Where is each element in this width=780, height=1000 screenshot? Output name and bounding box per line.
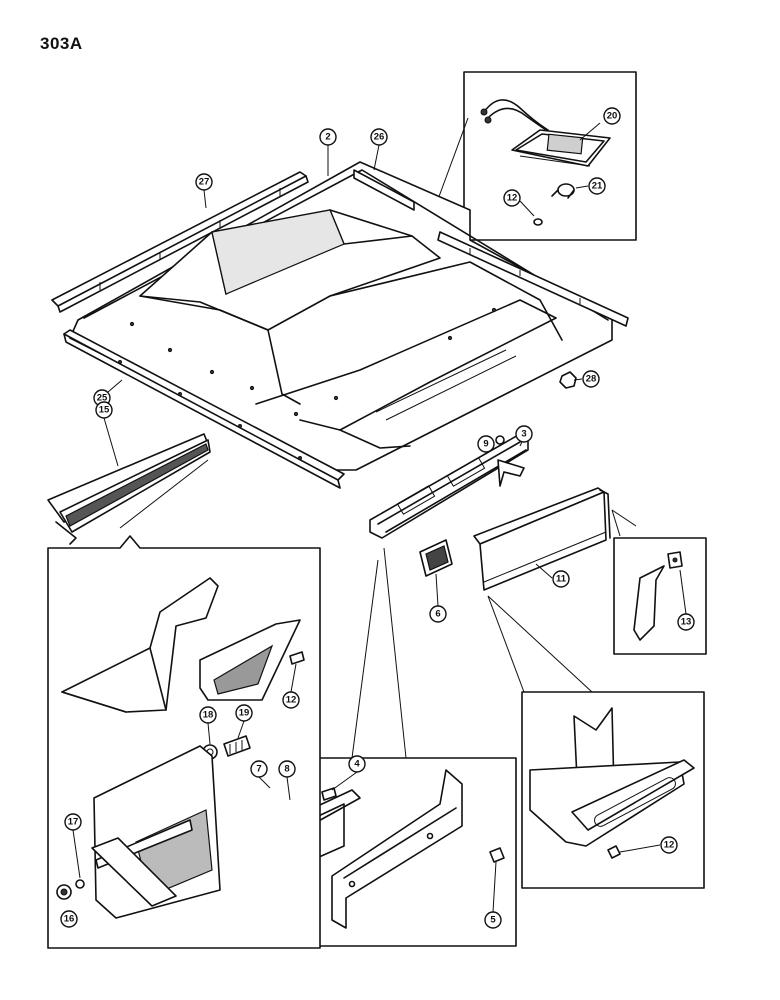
callout-19: 19 — [235, 704, 253, 722]
svg-text:18: 18 — [203, 710, 214, 721]
callout-27: 27 — [195, 173, 213, 191]
callout-3: 3 — [515, 425, 533, 443]
svg-text:11: 11 — [556, 574, 567, 585]
svg-text:16: 16 — [64, 914, 75, 925]
svg-text:27: 27 — [199, 177, 210, 188]
callout-15: 15 — [95, 401, 113, 419]
svg-text:21: 21 — [592, 181, 603, 192]
callout-13: 13 — [677, 613, 695, 631]
svg-text:7: 7 — [256, 764, 261, 775]
callout-16: 16 — [60, 910, 78, 928]
deflector-detail-inset — [521, 691, 705, 889]
callout-9: 9 — [477, 435, 495, 453]
svg-text:12: 12 — [507, 193, 518, 204]
callout-17: 17 — [64, 813, 82, 831]
svg-text:2: 2 — [325, 132, 330, 143]
roof-panel — [69, 161, 613, 471]
page-number: 303A — [40, 34, 83, 53]
air-grille-15 — [47, 433, 211, 545]
trim-strip-27 — [51, 171, 309, 313]
callout-6: 6 — [429, 605, 447, 623]
callout-12-grille: 12 — [282, 691, 300, 709]
svg-text:12: 12 — [286, 695, 297, 706]
bolt-28 — [559, 371, 577, 389]
svg-text:20: 20 — [607, 111, 618, 122]
callout-12-dome: 12 — [503, 189, 521, 207]
callout-26: 26 — [370, 128, 388, 146]
callout-4: 4 — [348, 755, 366, 773]
callout-8: 8 — [278, 760, 296, 778]
svg-text:28: 28 — [586, 374, 597, 385]
trim-strip-25 — [63, 329, 345, 489]
svg-text:8: 8 — [284, 764, 289, 775]
switch-6 — [419, 539, 453, 577]
callout-7: 7 — [250, 760, 268, 778]
callout-28: 28 — [582, 370, 600, 388]
callout-20: 20 — [603, 107, 621, 125]
svg-text:13: 13 — [681, 617, 692, 628]
callout-11: 11 — [552, 570, 570, 588]
callout-21: 21 — [588, 177, 606, 195]
svg-text:17: 17 — [68, 817, 79, 828]
svg-text:19: 19 — [239, 708, 250, 719]
svg-text:25: 25 — [97, 393, 108, 404]
dome-light-inset — [463, 71, 637, 241]
callout-leaders — [72, 122, 687, 913]
callout-12-deflector: 12 — [660, 836, 678, 854]
callout-5: 5 — [484, 911, 502, 929]
svg-text:9: 9 — [483, 439, 488, 450]
callout-2: 2 — [319, 128, 337, 146]
svg-text:4: 4 — [354, 759, 360, 770]
svg-text:3: 3 — [521, 429, 526, 440]
nut-9 — [495, 435, 505, 445]
trim-strip-26 — [353, 169, 629, 327]
grille-assembly-inset — [47, 535, 321, 949]
callout-18: 18 — [199, 706, 217, 724]
svg-text:6: 6 — [435, 609, 440, 620]
svg-text:15: 15 — [99, 405, 110, 416]
svg-text:12: 12 — [664, 840, 675, 851]
svg-text:26: 26 — [374, 132, 385, 143]
deflector-11 — [473, 487, 611, 591]
svg-text:5: 5 — [490, 915, 496, 926]
bracket-inset — [613, 537, 707, 655]
